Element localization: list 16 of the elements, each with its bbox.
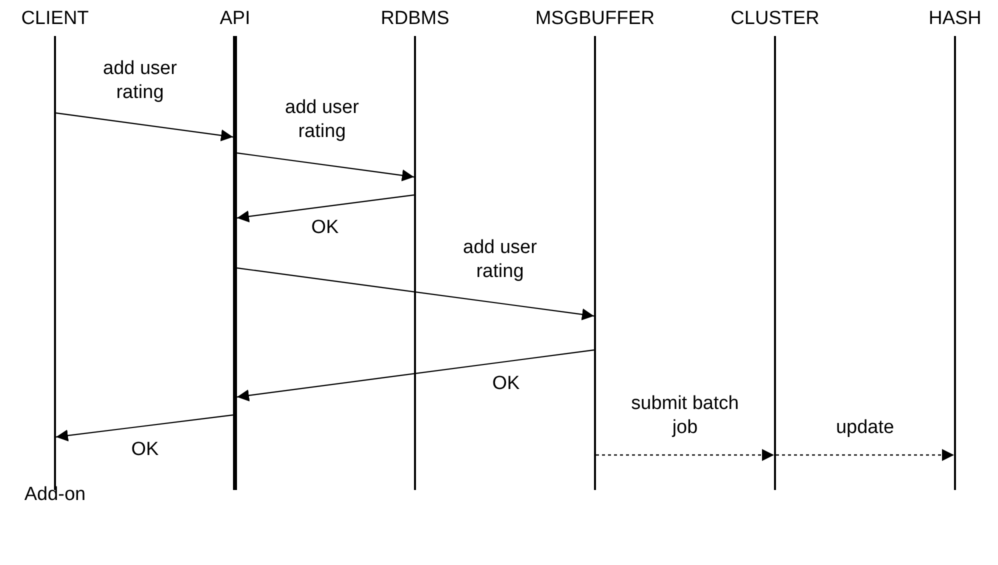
- message-arrow: [56, 414, 234, 442]
- message-arrow: [236, 267, 594, 320]
- participant-label: RDBMS: [380, 8, 450, 30]
- participant-label: CLUSTER: [730, 8, 820, 30]
- participant-label: API: [218, 8, 252, 30]
- participant-label: CLIENT: [20, 8, 90, 30]
- edge-label: submit batch job: [630, 392, 740, 440]
- component-label: Add-on: [23, 483, 87, 507]
- message-arrow: [236, 349, 594, 402]
- message-arrow: [56, 112, 234, 142]
- message-arrow: [236, 152, 414, 182]
- participant-label: HASH: [928, 8, 982, 30]
- dashed-message-arrow: [596, 449, 774, 461]
- message-arrow: [236, 194, 414, 222]
- dashed-message-arrow: [776, 449, 954, 461]
- participant-label: MSGBUFFER: [534, 8, 656, 30]
